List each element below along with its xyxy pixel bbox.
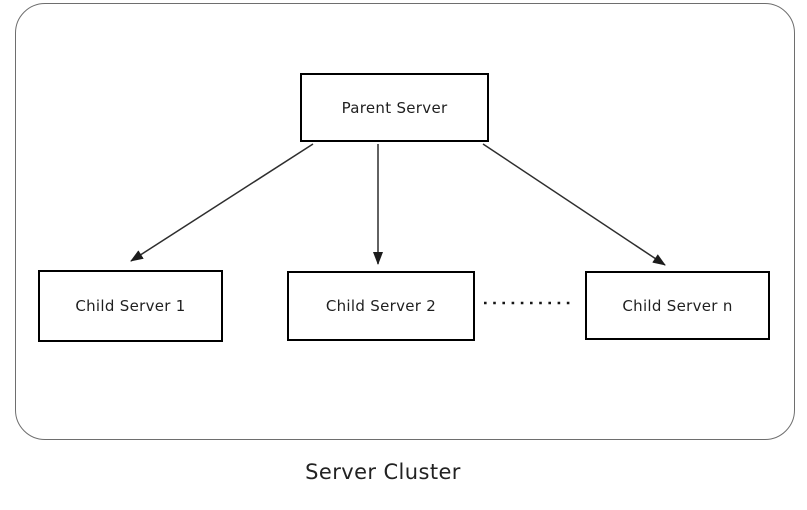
parent-server-node: Parent Server [300, 73, 489, 142]
child-server-2-label: Child Server 2 [325, 297, 437, 315]
diagram-caption: Server Cluster [305, 460, 461, 484]
child-server-2-node: Child Server 2 [287, 271, 475, 341]
child-server-1-label: Child Server 1 [75, 297, 186, 315]
child-server-n-label: Child Server n [622, 296, 733, 315]
parent-server-label: Parent Server [341, 98, 448, 117]
child-server-n-node: Child Server n [585, 271, 770, 340]
server-cluster-boundary [15, 3, 795, 440]
child-server-1-node: Child Server 1 [38, 270, 223, 342]
